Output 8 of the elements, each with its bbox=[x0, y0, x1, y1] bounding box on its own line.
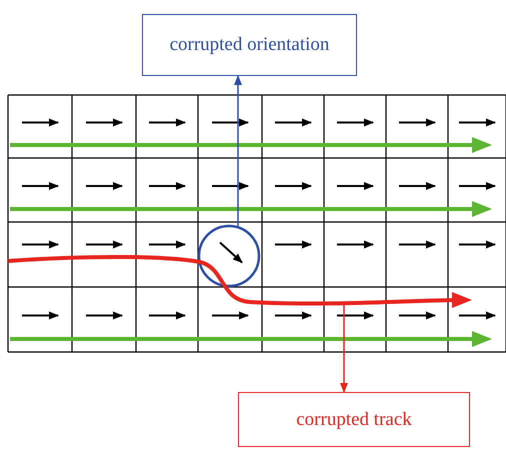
track-arrow bbox=[8, 255, 472, 308]
callout-text: corrupted orientation bbox=[170, 34, 330, 56]
callout-box bbox=[238, 392, 470, 447]
arrow bbox=[234, 75, 242, 226]
callout-text: corrupted track bbox=[296, 408, 412, 430]
highlight-circle bbox=[198, 224, 260, 288]
arrow bbox=[340, 304, 348, 393]
callout-box bbox=[142, 14, 357, 76]
